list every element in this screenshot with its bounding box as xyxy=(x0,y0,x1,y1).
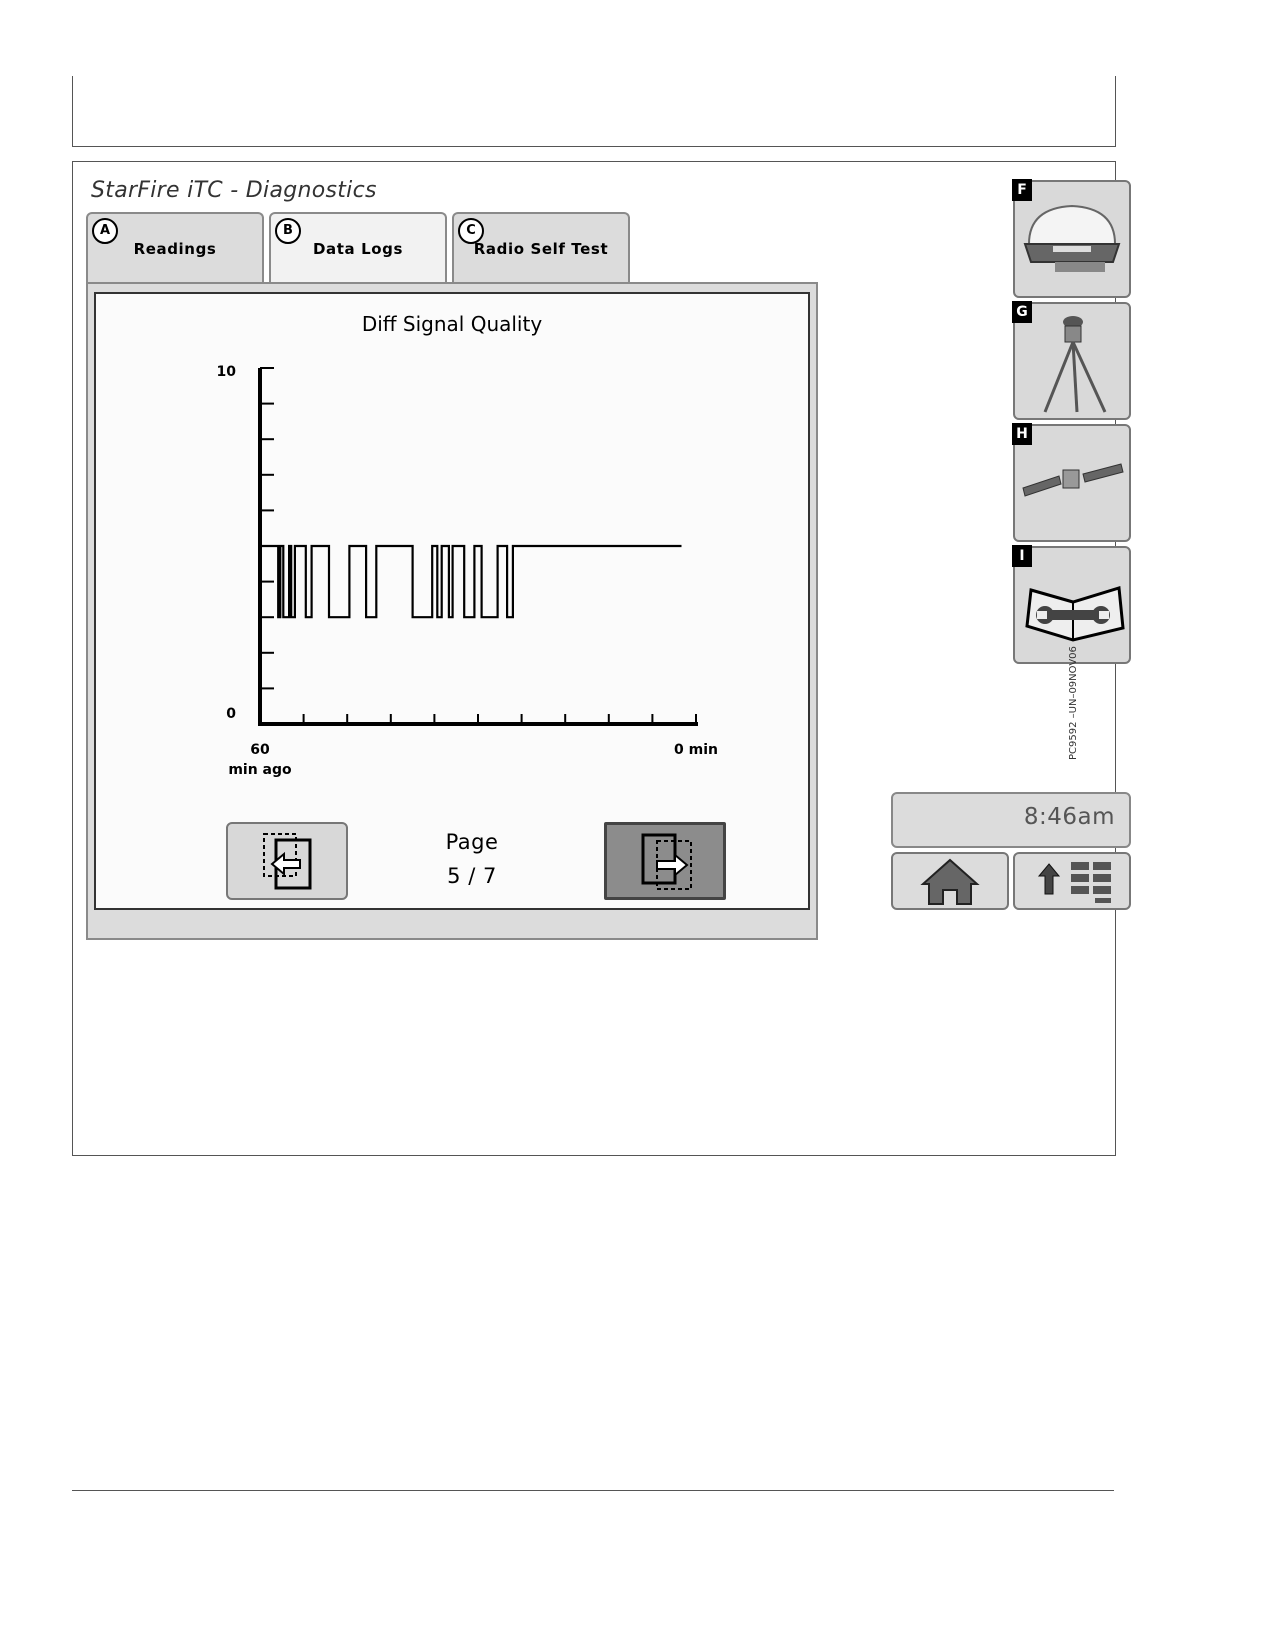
figure-id-label: PC9592 –UN–09NOV06 xyxy=(1068,646,1079,760)
chart-panel: Diff Signal Quality 10 0 60 min ago 0 min Pa… xyxy=(94,292,810,910)
tab-label: Data Logs xyxy=(312,240,404,258)
page-indicator: 5 / 7 xyxy=(447,864,497,888)
tab-radio-self-test[interactable]: C Radio Self Test xyxy=(452,212,630,282)
next-page-icon xyxy=(641,833,692,890)
tripod-button[interactable]: G xyxy=(1012,301,1131,420)
x-tick-label-60: 60 xyxy=(250,742,270,758)
clock-time: 8:46am xyxy=(1023,804,1115,830)
home-icon xyxy=(920,858,980,905)
manual-button[interactable]: I xyxy=(1012,545,1131,664)
previous-page-icon xyxy=(263,833,312,890)
callout-g: G xyxy=(1012,301,1032,323)
footer-rule xyxy=(72,1490,1114,1491)
callout-b: B xyxy=(275,218,301,244)
x-tick-label-0-min: 0 min xyxy=(674,742,718,758)
screenshot-frame: StarFire iTC - Diagnostics A Readings B … xyxy=(72,161,1131,1156)
y-tick-label-0: 0 xyxy=(226,706,236,722)
callout-c: C xyxy=(458,218,484,244)
callout-h: H xyxy=(1012,423,1032,445)
satellite-button[interactable]: H xyxy=(1012,423,1131,542)
diff-signal-chart: 10 0 60 min ago 0 min xyxy=(217,364,718,778)
tab-label: Radio Self Test xyxy=(473,240,609,258)
series-line-0 xyxy=(260,544,682,619)
next-page-button[interactable] xyxy=(604,822,726,900)
satellite-icon xyxy=(1022,463,1124,497)
clock-display: 8:46am xyxy=(891,792,1131,848)
callout-i: I xyxy=(1012,545,1032,567)
x-tick-label-min-ago: min ago xyxy=(228,762,292,778)
callout-a: A xyxy=(92,218,118,244)
callout-f: F xyxy=(1012,179,1032,201)
page-label: Page xyxy=(445,830,499,854)
y-tick-label-10: 10 xyxy=(217,364,237,380)
receiver-button[interactable]: F xyxy=(1012,179,1131,298)
manual-wrench-icon xyxy=(1025,586,1125,642)
receiver-icon xyxy=(1023,204,1121,272)
previous-page-button[interactable] xyxy=(226,822,348,900)
tripod-icon xyxy=(1043,316,1107,413)
tab-data-logs[interactable]: B Data Logs xyxy=(269,212,447,284)
menu-up-icon xyxy=(1037,862,1111,903)
home-button[interactable] xyxy=(891,852,1009,910)
data-logs-panel: Diff Signal Quality 10 0 60 min ago 0 min Pa… xyxy=(86,282,818,940)
menu-up-button[interactable] xyxy=(1013,852,1131,910)
chart-title: Diff Signal Quality xyxy=(361,312,543,336)
page-header-frame xyxy=(72,76,1116,147)
tab-readings[interactable]: A Readings xyxy=(86,212,264,282)
app-title: StarFire iTC - Diagnostics xyxy=(91,178,377,203)
display-screen: StarFire iTC - Diagnostics A Readings B … xyxy=(73,162,1131,1155)
tab-label: Readings xyxy=(133,240,217,258)
